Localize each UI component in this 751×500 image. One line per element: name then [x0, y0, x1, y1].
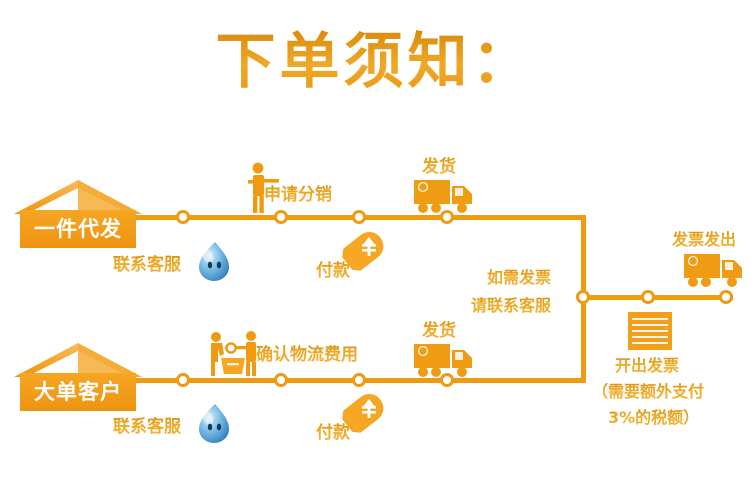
delivery-truck-icon [414, 340, 476, 380]
invoice-note-line2: 请联系客服 [471, 292, 551, 316]
flow-start-bulk-body: 大单客户 [20, 373, 136, 411]
yen-price-tag-icon [342, 390, 394, 442]
step-label-dropship-ship: 发货 [422, 152, 456, 177]
yen-price-tag-icon [342, 228, 394, 280]
flow-line-invoice [581, 295, 733, 300]
step-label-dropship-apply: 申请分销 [264, 180, 332, 205]
house-icon [12, 178, 144, 214]
invoice-document-icon [628, 312, 672, 350]
flow-node-invoice-junction [576, 290, 590, 304]
flow-node-bulk-2 [274, 373, 288, 387]
invoice-issue-note-line1: （需要额外支付 [592, 378, 704, 402]
invoice-sent-label: 发票发出 [672, 226, 736, 250]
flow-node-dropship-3 [352, 210, 366, 224]
house-icon [12, 341, 144, 377]
flow-start-dropship-label: 一件代发 [34, 216, 122, 241]
person-presenting-icon [246, 162, 280, 214]
flow-node-dropship-4 [440, 210, 454, 224]
flow-node-invoice-issue [641, 290, 655, 304]
delivery-truck-icon [684, 250, 746, 290]
flow-node-bulk-4 [440, 373, 454, 387]
flow-node-bulk-3 [352, 373, 366, 387]
invoice-issue-label: 开出发票 [615, 352, 679, 376]
step-label-bulk-pay: 付款 [316, 418, 350, 443]
two-people-package-icon [205, 330, 263, 378]
step-label-bulk-contact: 联系客服 [113, 412, 181, 437]
page-title: 下单须知： [0, 28, 751, 96]
invoice-note-line1: 如需发票 [487, 264, 551, 288]
step-label-bulk-ship: 发货 [422, 316, 456, 341]
delivery-truck-icon [414, 176, 476, 216]
flow-node-bulk-1 [176, 373, 190, 387]
invoice-issue-note-line2: 3%的税额） [608, 404, 699, 428]
step-label-dropship-contact: 联系客服 [113, 250, 181, 275]
flow-start-bulk-label: 大单客户 [34, 379, 122, 404]
qq-drop-icon [195, 240, 229, 281]
flow-start-dropship-body: 一件代发 [20, 210, 136, 248]
qq-drop-icon [195, 402, 229, 443]
flow-node-invoice-sent [719, 290, 733, 304]
step-label-dropship-pay: 付款 [316, 256, 350, 281]
flow-node-dropship-2 [274, 210, 288, 224]
step-label-bulk-logistics: 确认物流费用 [256, 340, 358, 365]
flow-node-dropship-1 [176, 210, 190, 224]
